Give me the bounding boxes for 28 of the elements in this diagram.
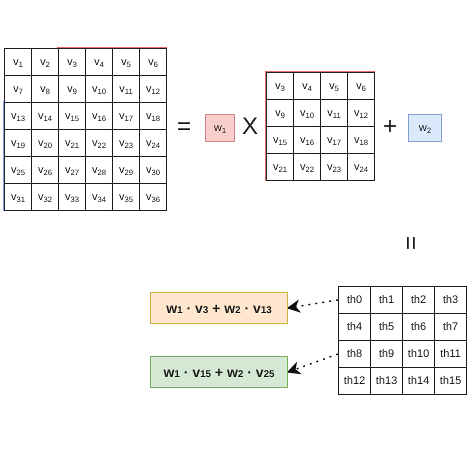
matrix-cell: v$_{36}$ [139, 183, 167, 211]
plus-sign: + [382, 112, 398, 142]
matrix-cell: v$_{24}$ [347, 153, 375, 181]
formula-box: w$_{1}$ · v$_{3}$ + w$_{2}$ · v$_{13}$ [150, 292, 288, 324]
matrix-cell: th15 [434, 367, 467, 395]
matrix-cell: v$_{1}$ [4, 48, 32, 76]
matrix-cell: v$_{6}$ [347, 72, 375, 100]
dotted-arrow [286, 299, 338, 313]
matrix-cell: th3 [434, 286, 467, 314]
multiply-sign: X [240, 112, 259, 142]
equals-sign: = [396, 234, 425, 252]
matrix-cell: v$_{34}$ [85, 183, 113, 211]
matrix-cell: th12 [338, 367, 371, 395]
matrix-cell: v$_{6}$ [139, 48, 167, 76]
matrix-cell: v$_{7}$ [4, 75, 32, 103]
matrix-cell: v$_{21}$ [266, 153, 294, 181]
weight-box: w$_{2}$ [408, 114, 442, 142]
matrix-cell: th0 [338, 286, 371, 314]
formula-box: w$_{1}$ · v$_{15}$ + w$_{2}$ · v$_{25}$ [150, 356, 288, 388]
weight-box: w$_{1}$ [205, 114, 235, 142]
matrix-cell: v$_{2}$ [31, 48, 59, 76]
matrix-cell: v$_{22}$ [85, 129, 113, 157]
dotted-arrow [286, 353, 338, 374]
equals-sign: = [176, 112, 192, 142]
matrix-cell: v$_{31}$ [4, 183, 32, 211]
matrix-cell: v$_{8}$ [31, 75, 59, 103]
matrix-cell: v$_{24}$ [139, 129, 167, 157]
matrix-cell: v$_{3}$ [266, 72, 294, 100]
